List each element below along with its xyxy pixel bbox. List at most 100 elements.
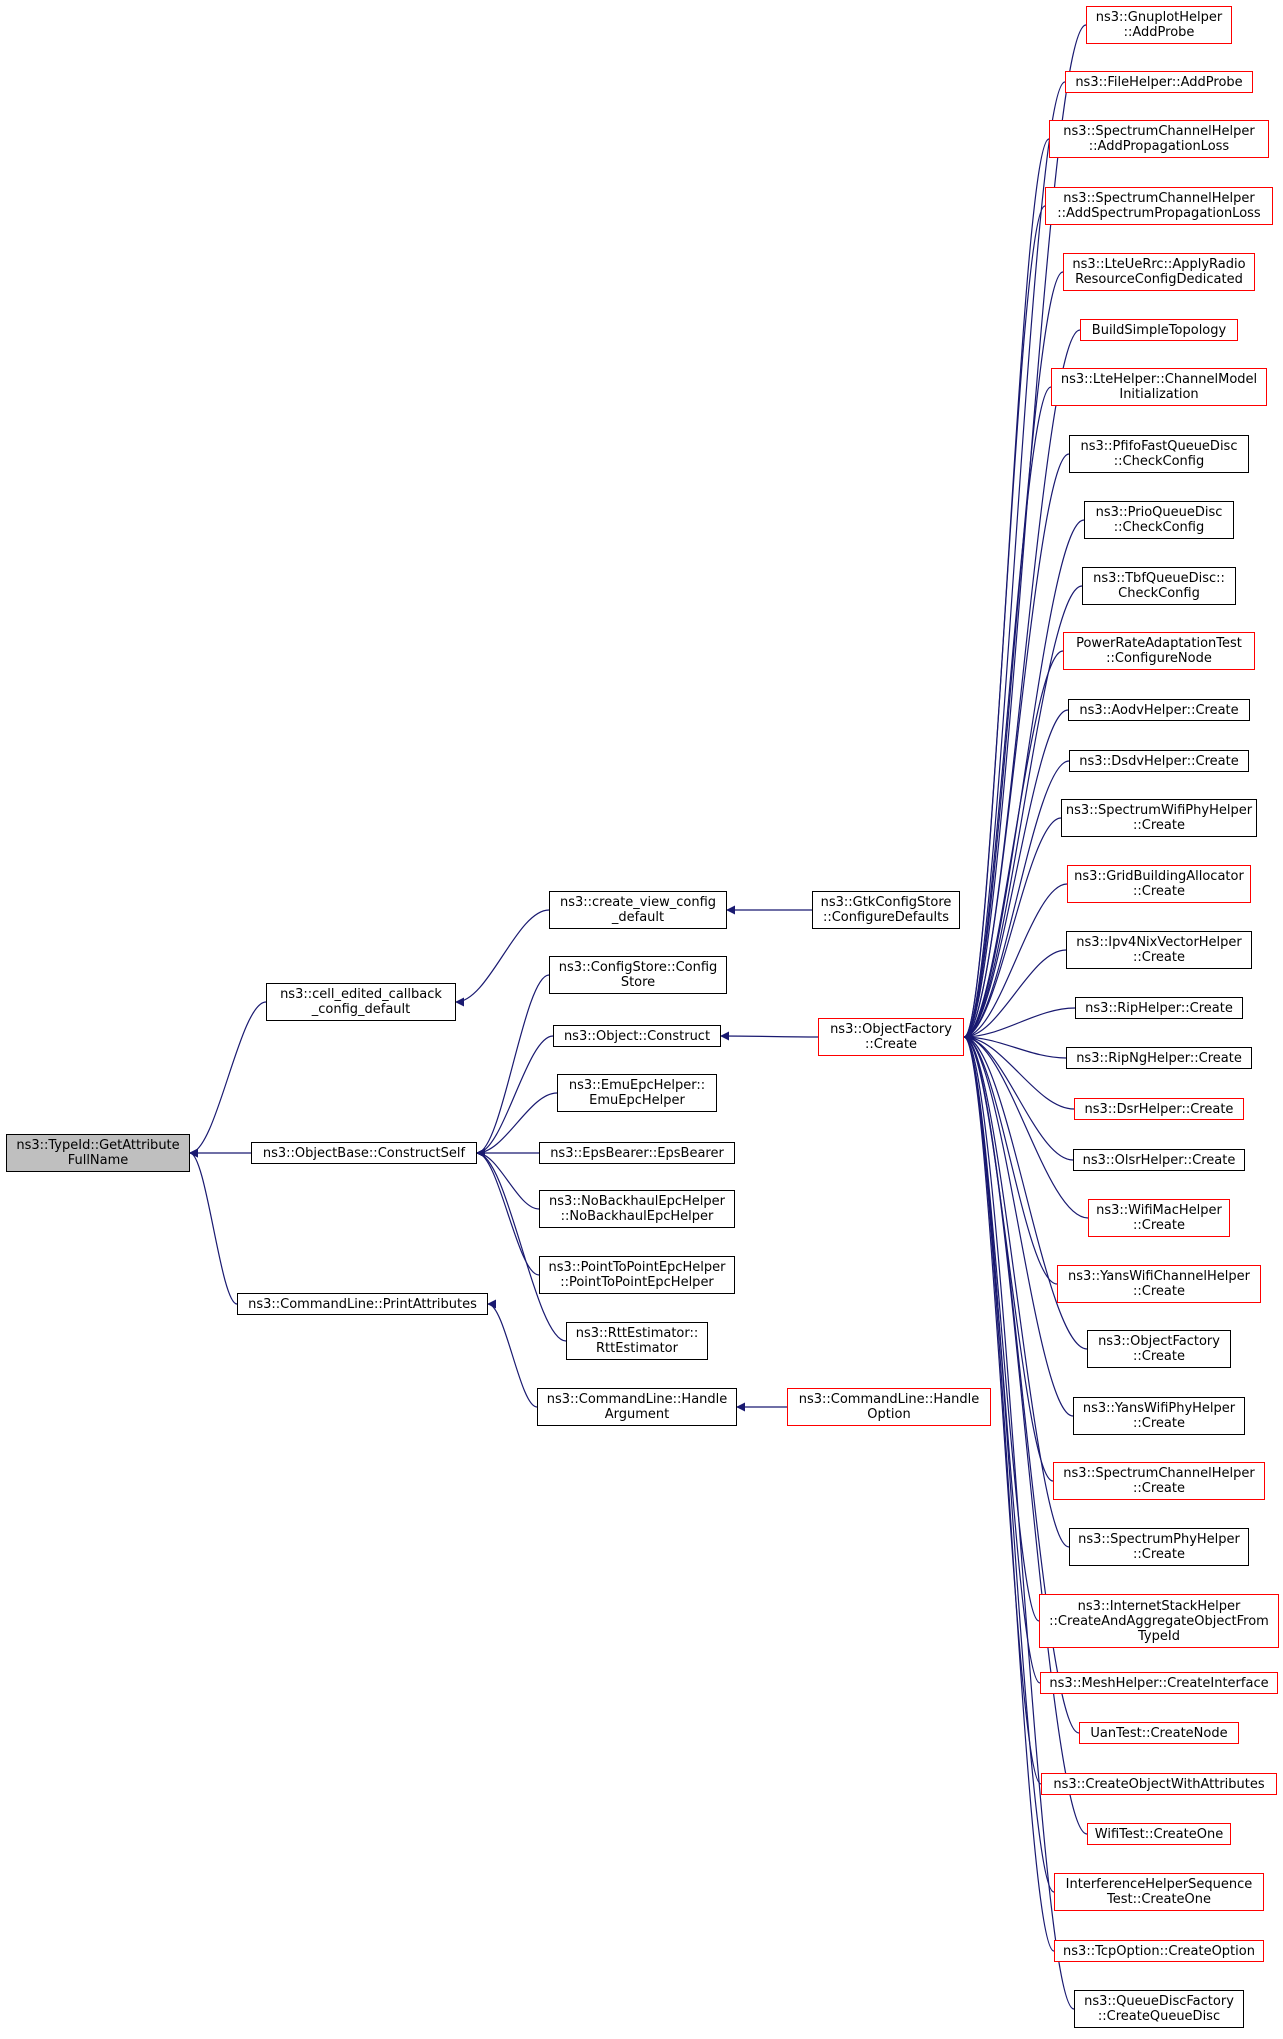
node-label-line: ::Create — [1133, 1547, 1185, 1562]
edge-emuepc-to-constructself — [476, 1092, 558, 1158]
edge-r11-to-objectfactory_create — [963, 650, 1064, 1042]
graph-node-p2pepc[interactable]: ns3::PointToPointEpcHelper::PointToPoint… — [539, 1256, 735, 1294]
node-label-line: ::PointToPointEpcHelper — [560, 1275, 714, 1290]
edge-r23-to-objectfactory_create — [963, 1032, 1088, 1350]
graph-node-r3[interactable]: ns3::SpectrumChannelHelper::AddPropagati… — [1049, 120, 1269, 158]
graph-node-r2[interactable]: ns3::FileHelper::AddProbe — [1065, 71, 1253, 93]
node-label-line: ns3::EpsBearer::EpsBearer — [550, 1145, 724, 1161]
graph-node-r9[interactable]: ns3::PrioQueueDisc::CheckConfig — [1084, 501, 1234, 539]
graph-node-r16[interactable]: ns3::Ipv4NixVectorHelper::Create — [1066, 931, 1252, 969]
graph-node-nobackhaul[interactable]: ns3::NoBackhaulEpcHelper::NoBackhaulEpcH… — [539, 1190, 735, 1228]
edge-r21-to-objectfactory_create — [963, 1032, 1089, 1219]
node-label-line: Initialization — [1119, 387, 1199, 402]
node-label-line: ns3::TypeId::GetAttribute — [16, 1138, 180, 1153]
edge-r17-to-objectfactory_create — [963, 1007, 1076, 1042]
graph-node-r26[interactable]: ns3::SpectrumPhyHelper::Create — [1069, 1528, 1249, 1566]
node-label-line: ::NoBackhaulEpcHelper — [560, 1209, 714, 1224]
graph-node-cell_edited[interactable]: ns3::cell_edited_callback_config_default — [266, 983, 456, 1021]
node-label-line: ns3::GtkConfigStore — [820, 895, 952, 910]
node-label-line: ::Create — [1133, 1481, 1185, 1496]
graph-node-emuepc[interactable]: ns3::EmuEpcHelper::EmuEpcHelper — [557, 1074, 717, 1112]
graph-node-r17[interactable]: ns3::RipHelper::Create — [1075, 997, 1243, 1019]
node-label-line: TypeId — [1138, 1628, 1180, 1644]
graph-node-r33[interactable]: ns3::TcpOption::CreateOption — [1054, 1940, 1264, 1962]
graph-node-r34[interactable]: ns3::QueueDiscFactory::CreateQueueDisc — [1074, 1990, 1244, 2028]
node-label-line: ns3::PrioQueueDisc — [1095, 505, 1223, 520]
graph-node-r30[interactable]: ns3::CreateObjectWithAttributes — [1041, 1773, 1277, 1795]
node-label-line: ns3::DsdvHelper::Create — [1079, 753, 1239, 769]
graph-node-r31[interactable]: WifiTest::CreateOne — [1087, 1823, 1231, 1845]
node-label-line: ns3::RipNgHelper::Create — [1076, 1050, 1242, 1066]
node-label-line: ::CreateAndAggregateObjectFrom — [1049, 1613, 1269, 1629]
edge-r15-to-objectfactory_create — [963, 883, 1068, 1042]
edge-r16-to-objectfactory_create — [963, 949, 1067, 1042]
node-label-line: ns3::SpectrumChannelHelper — [1063, 191, 1255, 206]
node-label-line: _default — [611, 910, 665, 925]
graph-node-r27[interactable]: ns3::InternetStackHelper::CreateAndAggre… — [1039, 1594, 1279, 1648]
node-label-line: ::Create — [1133, 1416, 1185, 1431]
node-label-line: ns3::EmuEpcHelper:: — [568, 1078, 706, 1093]
node-label-line: ns3::Object::Construct — [563, 1028, 711, 1044]
graph-node-r19[interactable]: ns3::DsrHelper::Create — [1074, 1098, 1244, 1120]
graph-node-r6[interactable]: BuildSimpleTopology — [1080, 319, 1238, 341]
graph-node-r12[interactable]: ns3::AodvHelper::Create — [1068, 699, 1250, 721]
edge-r8-to-objectfactory_create — [963, 453, 1070, 1042]
node-label-line: ns3::RttEstimator:: — [575, 1326, 699, 1341]
node-label-line: ns3::ObjectFactory — [1098, 1334, 1220, 1349]
graph-node-r4[interactable]: ns3::SpectrumChannelHelper::AddSpectrumP… — [1045, 187, 1273, 225]
graph-node-r29[interactable]: UanTest::CreateNode — [1079, 1722, 1239, 1744]
node-label-line: ns3::SpectrumChannelHelper — [1063, 124, 1255, 139]
node-label-line: ::Create — [865, 1037, 917, 1052]
graph-node-r8[interactable]: ns3::PfifoFastQueueDisc::CheckConfig — [1069, 435, 1249, 473]
edge-r14-to-objectfactory_create — [963, 817, 1062, 1042]
edge-r6-to-objectfactory_create — [963, 329, 1081, 1042]
node-label-line: ::AddProbe — [1123, 25, 1195, 40]
graph-node-r24[interactable]: ns3::YansWifiPhyHelper::Create — [1073, 1397, 1245, 1435]
graph-node-r21[interactable]: ns3::WifiMacHelper::Create — [1088, 1199, 1230, 1237]
graph-node-r10[interactable]: ns3::TbfQueueDisc::CheckConfig — [1082, 567, 1236, 605]
node-label-line: ::Create — [1133, 1284, 1185, 1299]
graph-node-r18[interactable]: ns3::RipNgHelper::Create — [1066, 1047, 1252, 1069]
node-label-line: ::CheckConfig — [1113, 520, 1205, 535]
edge-objectfactory_create-to-object_construct — [720, 1031, 819, 1041]
graph-node-objectfactory_create[interactable]: ns3::ObjectFactory::Create — [818, 1018, 964, 1056]
edge-r7-to-objectfactory_create — [963, 386, 1052, 1042]
edge-nobackhaul-to-constructself — [476, 1148, 540, 1210]
graph-node-r22[interactable]: ns3::YansWifiChannelHelper::Create — [1057, 1265, 1261, 1303]
graph-node-printattributes[interactable]: ns3::CommandLine::PrintAttributes — [237, 1293, 488, 1315]
graph-node-r15[interactable]: ns3::GridBuildingAllocator::Create — [1067, 865, 1251, 903]
graph-node-r28[interactable]: ns3::MeshHelper::CreateInterface — [1040, 1672, 1278, 1694]
graph-node-r25[interactable]: ns3::SpectrumChannelHelper::Create — [1053, 1462, 1265, 1500]
graph-node-constructself[interactable]: ns3::ObjectBase::ConstructSelf — [251, 1142, 477, 1164]
node-label-line: ns3::InternetStackHelper — [1077, 1598, 1241, 1614]
graph-node-r11[interactable]: PowerRateAdaptationTest::ConfigureNode — [1063, 632, 1255, 670]
node-label-line: ns3::SpectrumWifiPhyHelper — [1065, 803, 1253, 818]
graph-node-r14[interactable]: ns3::SpectrumWifiPhyHelper::Create — [1061, 799, 1257, 837]
graph-node-r13[interactable]: ns3::DsdvHelper::Create — [1069, 750, 1249, 772]
node-label-line: InterferenceHelperSequence — [1065, 1877, 1253, 1892]
node-label-line: ::ConfigureDefaults — [822, 910, 950, 925]
node-label-line: ::Create — [1133, 1218, 1185, 1233]
graph-node-object_construct[interactable]: ns3::Object::Construct — [553, 1025, 721, 1047]
edge-r31-to-objectfactory_create — [963, 1032, 1088, 1835]
edge-configstore-to-constructself — [476, 974, 550, 1158]
edge-r5-to-objectfactory_create — [963, 271, 1064, 1042]
edges-layer — [189, 24, 1089, 2010]
node-label-line: ns3::Ipv4NixVectorHelper — [1076, 935, 1242, 950]
graph-node-epsbearer[interactable]: ns3::EpsBearer::EpsBearer — [539, 1142, 735, 1164]
graph-node-r1[interactable]: ns3::GnuplotHelper::AddProbe — [1086, 6, 1232, 44]
graph-node-r23[interactable]: ns3::ObjectFactory::Create — [1087, 1330, 1231, 1368]
graph-node-create_view[interactable]: ns3::create_view_config_default — [549, 891, 727, 929]
graph-node-rttestimator[interactable]: ns3::RttEstimator::RttEstimator — [566, 1322, 708, 1360]
graph-node-r20[interactable]: ns3::OlsrHelper::Create — [1073, 1149, 1245, 1171]
graph-node-gtkconfig[interactable]: ns3::GtkConfigStore::ConfigureDefaults — [812, 891, 960, 929]
node-label-line: ::Create — [1133, 818, 1185, 833]
